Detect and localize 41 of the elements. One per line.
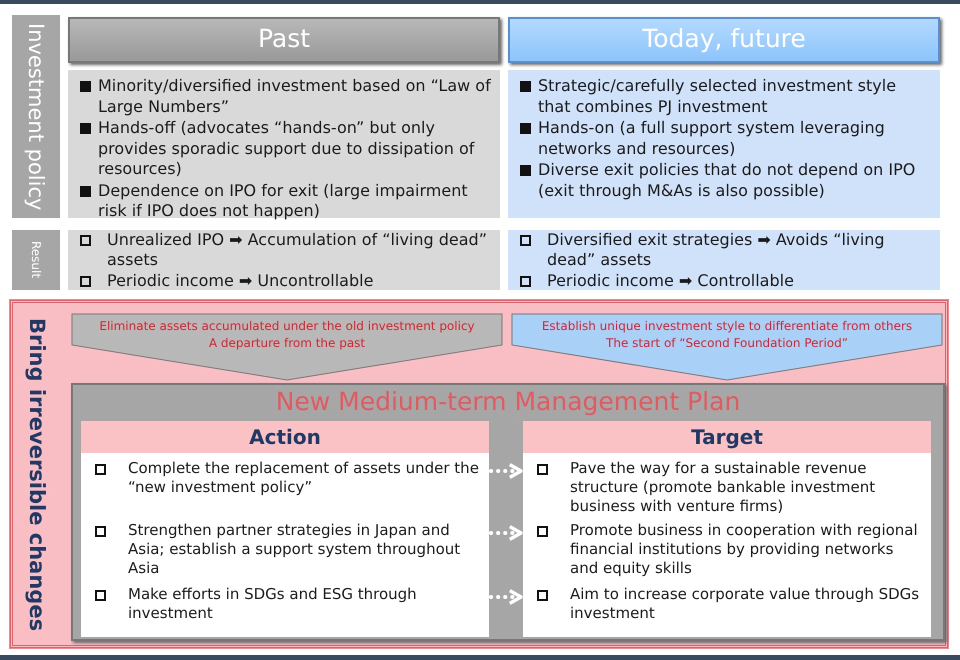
panel-title: New Medium-term Management Plan	[274, 386, 742, 418]
column-heading: Action	[81, 421, 489, 453]
item-text: Promote business in cooperation with regional financial institutions by providing networks and equity skills	[570, 521, 919, 578]
item-text: Make efforts in SDGs and ESG through investment	[128, 585, 418, 623]
banner-text: The start of “Second Foundation Period”	[606, 336, 848, 350]
list-text: Strategic/carefully selected investment style that combines PJ investment	[538, 76, 898, 117]
item-text: Complete the replacement of assets under the “new investment policy”	[128, 459, 480, 497]
section-panel	[10, 300, 948, 648]
chevron-banner	[511, 313, 943, 381]
result-panel	[508, 230, 940, 290]
row-heading: Investment policy	[12, 15, 60, 218]
list-text: Diversified exit strategies ➡ Avoids “living dead” assets	[547, 230, 886, 270]
plan-panel	[71, 383, 945, 641]
dotted-arrow	[489, 524, 523, 542]
column-header: Past	[68, 17, 500, 63]
column-heading: Target	[523, 421, 931, 453]
item-text: Pave the way for a sustainable revenue structure (promote bankable investment business with venture firms)	[570, 459, 876, 516]
column-panel	[523, 421, 931, 637]
list-text: Unrealized IPO ➡ Accumulation of “living dead” assets	[107, 230, 488, 270]
item-text: Aim to increase corporate value through SDGs investment	[570, 585, 920, 623]
list-text: Periodic income ➡ Uncontrollable	[107, 271, 374, 291]
row-heading: Result	[12, 230, 60, 290]
dotted-arrow	[489, 588, 523, 606]
list-text: Hands-off (advocates “hands-on” but only provides sporadic support due to dissipation of resources)	[98, 118, 476, 180]
list-text: Diverse exit policies that do not depend on IPO (exit through M&As is also possible)	[538, 160, 916, 201]
chevron-banner	[71, 313, 503, 381]
column-panel	[81, 421, 489, 637]
dotted-arrow	[489, 462, 523, 480]
list-text: Minority/diversified investment based on “Law of Large Numbers”	[98, 76, 492, 117]
result-panel	[68, 230, 500, 290]
list-text: Periodic income ➡ Controllable	[547, 271, 795, 291]
list-text: Dependence on IPO for exit (large impairment risk if IPO does not happen)	[98, 180, 469, 222]
banner-text: A departure from the past	[208, 336, 366, 350]
banner-text: Establish unique investment style to differentiate from others	[542, 319, 912, 333]
section-heading: Bring irreversible changes	[25, 317, 49, 634]
column-header: Today, future	[508, 17, 940, 63]
policy-panel	[508, 70, 940, 218]
item-text: Strengthen partner strategies in Japan and Asia; establish a support system throughout Asia	[128, 521, 462, 578]
policy-panel	[68, 70, 500, 218]
list-text: Hands-on (a full support system leveraging networks and resources)	[538, 118, 886, 159]
banner-text: Eliminate assets accumulated under the old investment policy	[99, 319, 475, 333]
